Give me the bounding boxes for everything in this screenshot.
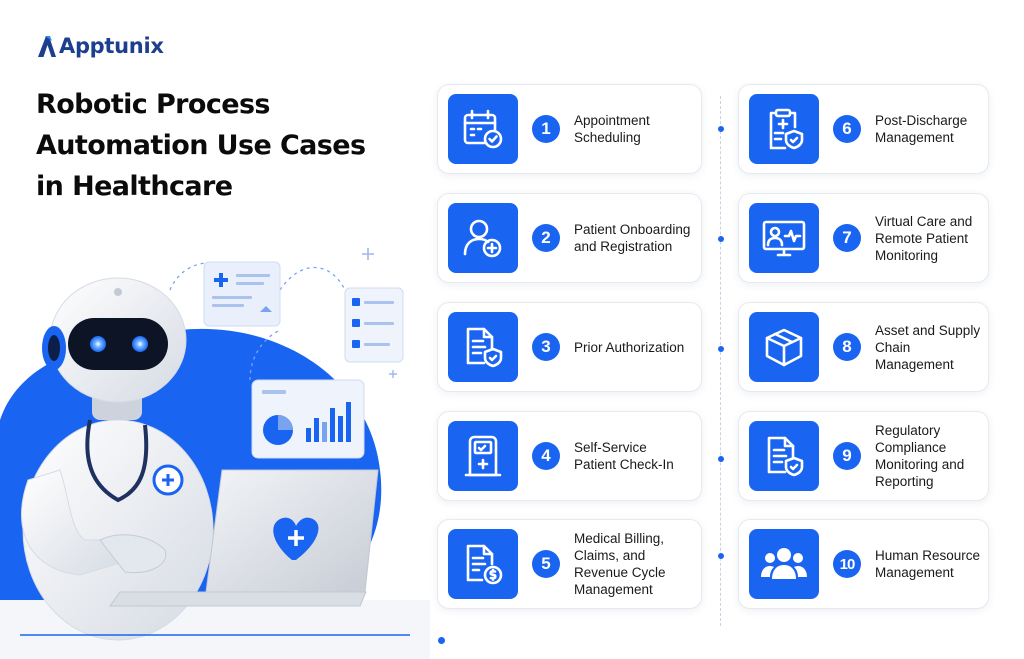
box-icon <box>749 312 819 382</box>
use-case-card: 4 Self-Service Patient Check-In <box>437 411 702 501</box>
divider-dot <box>718 126 724 132</box>
use-case-number: 4 <box>532 442 560 470</box>
title-line: Automation Use Cases <box>36 130 366 161</box>
use-case-card: 1 Appointment Scheduling <box>437 84 702 174</box>
label-line: Compliance <box>875 440 947 455</box>
label-line: Virtual Care and <box>875 213 973 229</box>
use-case-number: 5 <box>532 550 560 578</box>
use-case-label: Post-Discharge Management <box>875 85 984 173</box>
label-line: Chain Management <box>875 339 954 372</box>
divider-dot <box>718 346 724 352</box>
label-line: and Registration <box>574 239 673 254</box>
label-line: Management <box>875 565 954 580</box>
label-line: Regulatory <box>875 423 941 438</box>
use-case-card: 2 Patient Onboarding and Registration <box>437 193 702 283</box>
use-case-number: 6 <box>833 115 861 143</box>
use-case-label: Self-Service Patient Check-In <box>574 412 697 500</box>
label-line: Medical Billing, <box>574 531 665 546</box>
label-line: Reporting <box>875 474 934 489</box>
telehealth-monitor-icon <box>749 203 819 273</box>
use-case-card: 5 Medical Billing, Claims, and Revenue C… <box>437 519 702 609</box>
use-case-card: 7 Virtual Care and Remote Patient Monito… <box>738 193 989 283</box>
title-line: in Healthcare <box>36 171 233 202</box>
calendar-check-icon <box>448 94 518 164</box>
title-line: Robotic Process <box>36 89 271 120</box>
center-divider <box>720 96 721 626</box>
use-case-label: Human Resource Management <box>875 520 984 608</box>
document-shield-icon <box>448 312 518 382</box>
use-case-number: 10 <box>833 550 861 578</box>
label-line: Management <box>574 582 653 597</box>
label-line: Monitoring and <box>875 457 965 472</box>
label-line: Patient Check-In <box>574 457 674 472</box>
clipboard-medical-icon <box>749 94 819 164</box>
label-line: Prior Authorization <box>574 339 685 355</box>
use-case-card: 3 Prior Authorization <box>437 302 702 392</box>
use-case-card: 6 Post-Discharge Management <box>738 84 989 174</box>
use-case-card: 8 Asset and Supply Chain Management <box>738 302 989 392</box>
use-case-number: 1 <box>532 115 560 143</box>
label-line: Revenue Cycle <box>574 565 666 580</box>
brand-name: Apptunix <box>59 34 164 58</box>
label-line: Post-Discharge <box>875 113 968 128</box>
label-line: Patient Onboarding <box>574 222 691 237</box>
label-line: Scheduling <box>574 130 641 145</box>
use-case-card: 9 Regulatory Compliance Monitoring and R… <box>738 411 989 501</box>
brand-logo: Apptunix <box>36 34 164 58</box>
divider-dot <box>718 236 724 242</box>
divider-dot <box>438 637 445 644</box>
use-case-number: 3 <box>532 333 560 361</box>
use-case-label: Appointment Scheduling <box>574 85 697 173</box>
use-case-number: 2 <box>532 224 560 252</box>
label-line: Monitoring <box>875 247 939 263</box>
use-case-label: Medical Billing, Claims, and Revenue Cyc… <box>574 520 697 608</box>
use-case-number: 9 <box>833 442 861 470</box>
use-case-label: Prior Authorization <box>574 303 697 391</box>
label-line: Asset and Supply <box>875 322 981 338</box>
use-case-card: 10 Human Resource Management <box>738 519 989 609</box>
label-line: Appointment <box>574 113 650 128</box>
robot-illustration <box>0 248 430 659</box>
page-title: Robotic Process Automation Use Cases in … <box>36 84 396 207</box>
use-case-label: Regulatory Compliance Monitoring and Rep… <box>875 412 984 500</box>
divider-dot <box>718 553 724 559</box>
use-case-number: 7 <box>833 224 861 252</box>
label-line: Self-Service <box>574 440 647 455</box>
logo-a-icon <box>38 36 56 57</box>
label-line: Claims, and <box>574 548 646 563</box>
document-check-shield-icon <box>749 421 819 491</box>
use-case-label: Virtual Care and Remote Patient Monitori… <box>875 194 984 282</box>
user-add-icon <box>448 203 518 273</box>
use-case-number: 8 <box>833 333 861 361</box>
people-group-icon <box>749 529 819 599</box>
label-line: Remote Patient <box>875 230 969 246</box>
label-line: Management <box>875 130 954 145</box>
use-case-label: Asset and Supply Chain Management <box>875 303 984 391</box>
divider-dot <box>718 456 724 462</box>
use-case-label: Patient Onboarding and Registration <box>574 194 697 282</box>
kiosk-icon <box>448 421 518 491</box>
label-line: Human Resource <box>875 548 981 563</box>
invoice-dollar-icon <box>448 529 518 599</box>
